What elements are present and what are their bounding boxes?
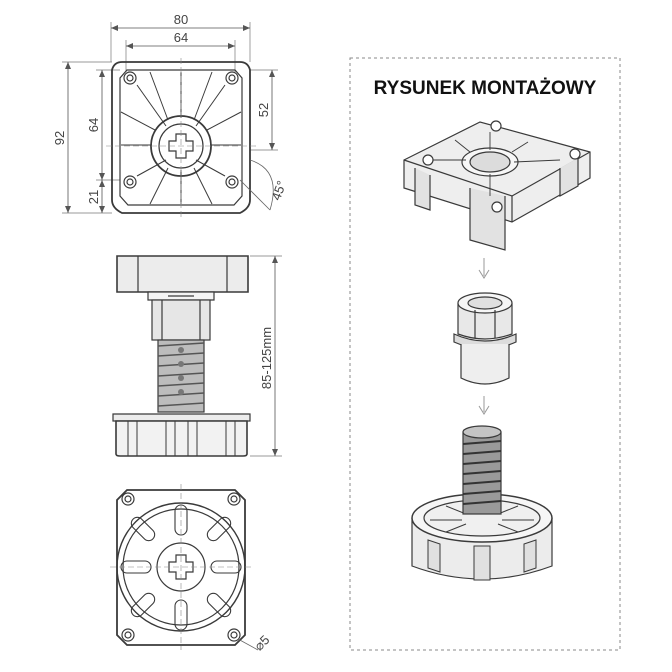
dim-height-holes: 64 bbox=[86, 118, 101, 132]
assembly-panel-border bbox=[349, 57, 621, 651]
dim-hole-diameter: ⌀5 bbox=[251, 632, 272, 653]
dim-width-outer: 80 bbox=[174, 12, 188, 27]
dim-width-holes: 64 bbox=[174, 30, 188, 45]
dim-height-total: 92 bbox=[52, 131, 67, 145]
exploded-base-bolt bbox=[411, 425, 553, 581]
dim-height-range: 85-125mm bbox=[259, 327, 274, 389]
side-view-foot bbox=[112, 255, 251, 457]
dim-offset-bottom: 21 bbox=[86, 190, 101, 204]
dim-offset-right: 52 bbox=[256, 103, 271, 117]
top-view-plate bbox=[62, 22, 278, 218]
dim-angle: 45° bbox=[268, 179, 289, 203]
bottom-view-base bbox=[110, 484, 259, 651]
side-view-dimension bbox=[250, 255, 282, 457]
arrow-down-1 bbox=[478, 258, 490, 279]
assembly-title: RYSUNEK MONTAŻOWY bbox=[374, 78, 597, 99]
exploded-plate bbox=[403, 120, 591, 251]
arrow-down-2 bbox=[478, 396, 490, 415]
exploded-sleeve bbox=[453, 292, 517, 385]
top-view-dimensions bbox=[65, 25, 275, 213]
